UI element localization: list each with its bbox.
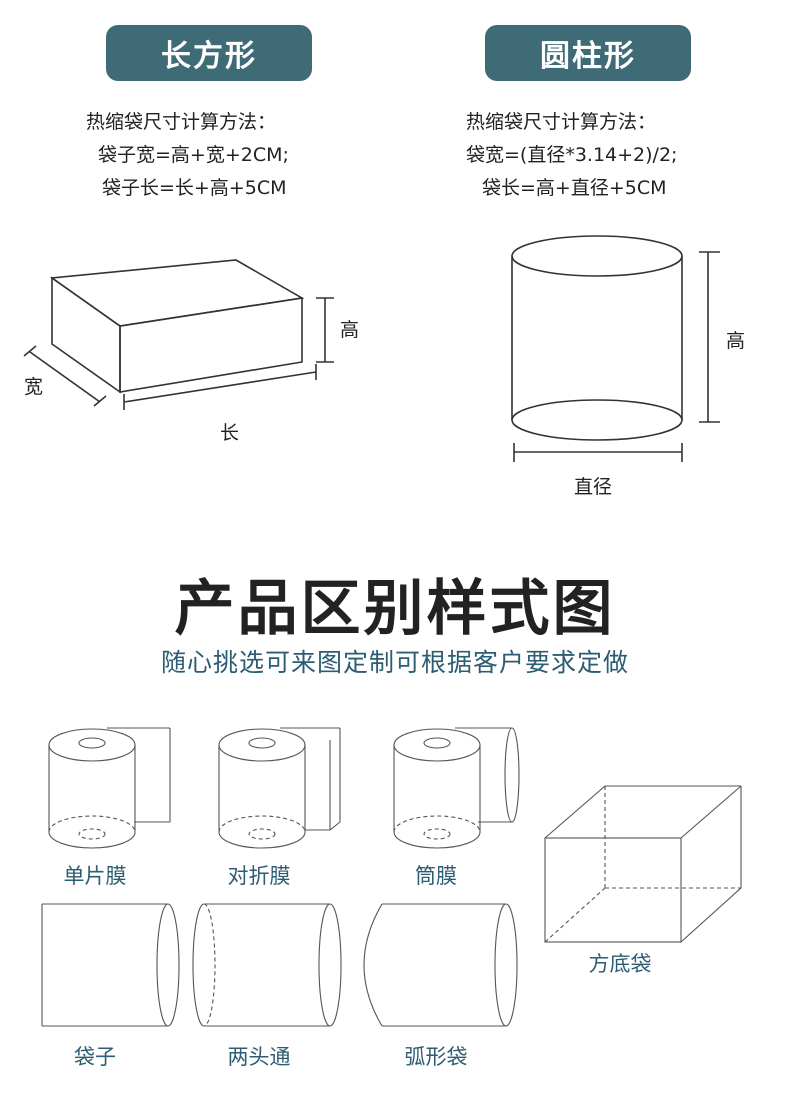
cylinder-diameter-label: 直径 bbox=[574, 476, 613, 498]
cylinder-height-label: 高 bbox=[726, 330, 746, 352]
rectangle-formula: 热缩袋尺寸计算方法： 袋子宽=高+宽+2CM; 袋子长=长+高+5CM bbox=[86, 106, 289, 205]
caption-open-both-ends: 两头通 bbox=[227, 1045, 291, 1069]
square-bottom-bag-figure bbox=[544, 785, 742, 943]
formula-line: 袋子长=长+高+5CM bbox=[102, 177, 287, 199]
tube-film-figure bbox=[393, 727, 520, 849]
rectangle-badge: 长方形 bbox=[106, 25, 312, 81]
folded-film-figure bbox=[218, 727, 341, 849]
caption-square-bottom-bag: 方底袋 bbox=[588, 952, 652, 976]
box-height-label: 高 bbox=[340, 319, 360, 341]
formula-line: 袋宽=(直径*3.14+2)/2; bbox=[466, 144, 678, 166]
box-width-label: 宽 bbox=[24, 376, 44, 398]
caption-single-film: 单片膜 bbox=[63, 864, 127, 888]
open-both-ends-figure bbox=[192, 903, 342, 1027]
cylinder-formula: 热缩袋尺寸计算方法： 袋宽=(直径*3.14+2)/2; 袋长=高+直径+5CM bbox=[466, 106, 677, 205]
formula-line: 热缩袋尺寸计算方法： bbox=[466, 111, 657, 133]
caption-folded-film: 对折膜 bbox=[227, 864, 291, 888]
single-film-figure bbox=[48, 727, 171, 849]
caption-bag: 袋子 bbox=[74, 1045, 116, 1069]
formula-line: 袋子宽=高+宽+2CM; bbox=[98, 144, 289, 166]
formula-line: 热缩袋尺寸计算方法： bbox=[86, 111, 277, 133]
section-title: 产品区别样式图 bbox=[174, 574, 616, 644]
section-subtitle: 随心挑选可来图定制可根据客户要求定做 bbox=[160, 648, 629, 677]
box-length-label: 长 bbox=[220, 422, 240, 444]
cylinder-badge: 圆柱形 bbox=[485, 25, 691, 81]
caption-tube-film: 筒膜 bbox=[415, 864, 457, 888]
arc-bag-figure bbox=[363, 903, 518, 1027]
formula-line: 袋长=高+直径+5CM bbox=[482, 177, 667, 199]
caption-arc-bag: 弧形袋 bbox=[404, 1045, 468, 1069]
bag-figure bbox=[41, 903, 180, 1027]
